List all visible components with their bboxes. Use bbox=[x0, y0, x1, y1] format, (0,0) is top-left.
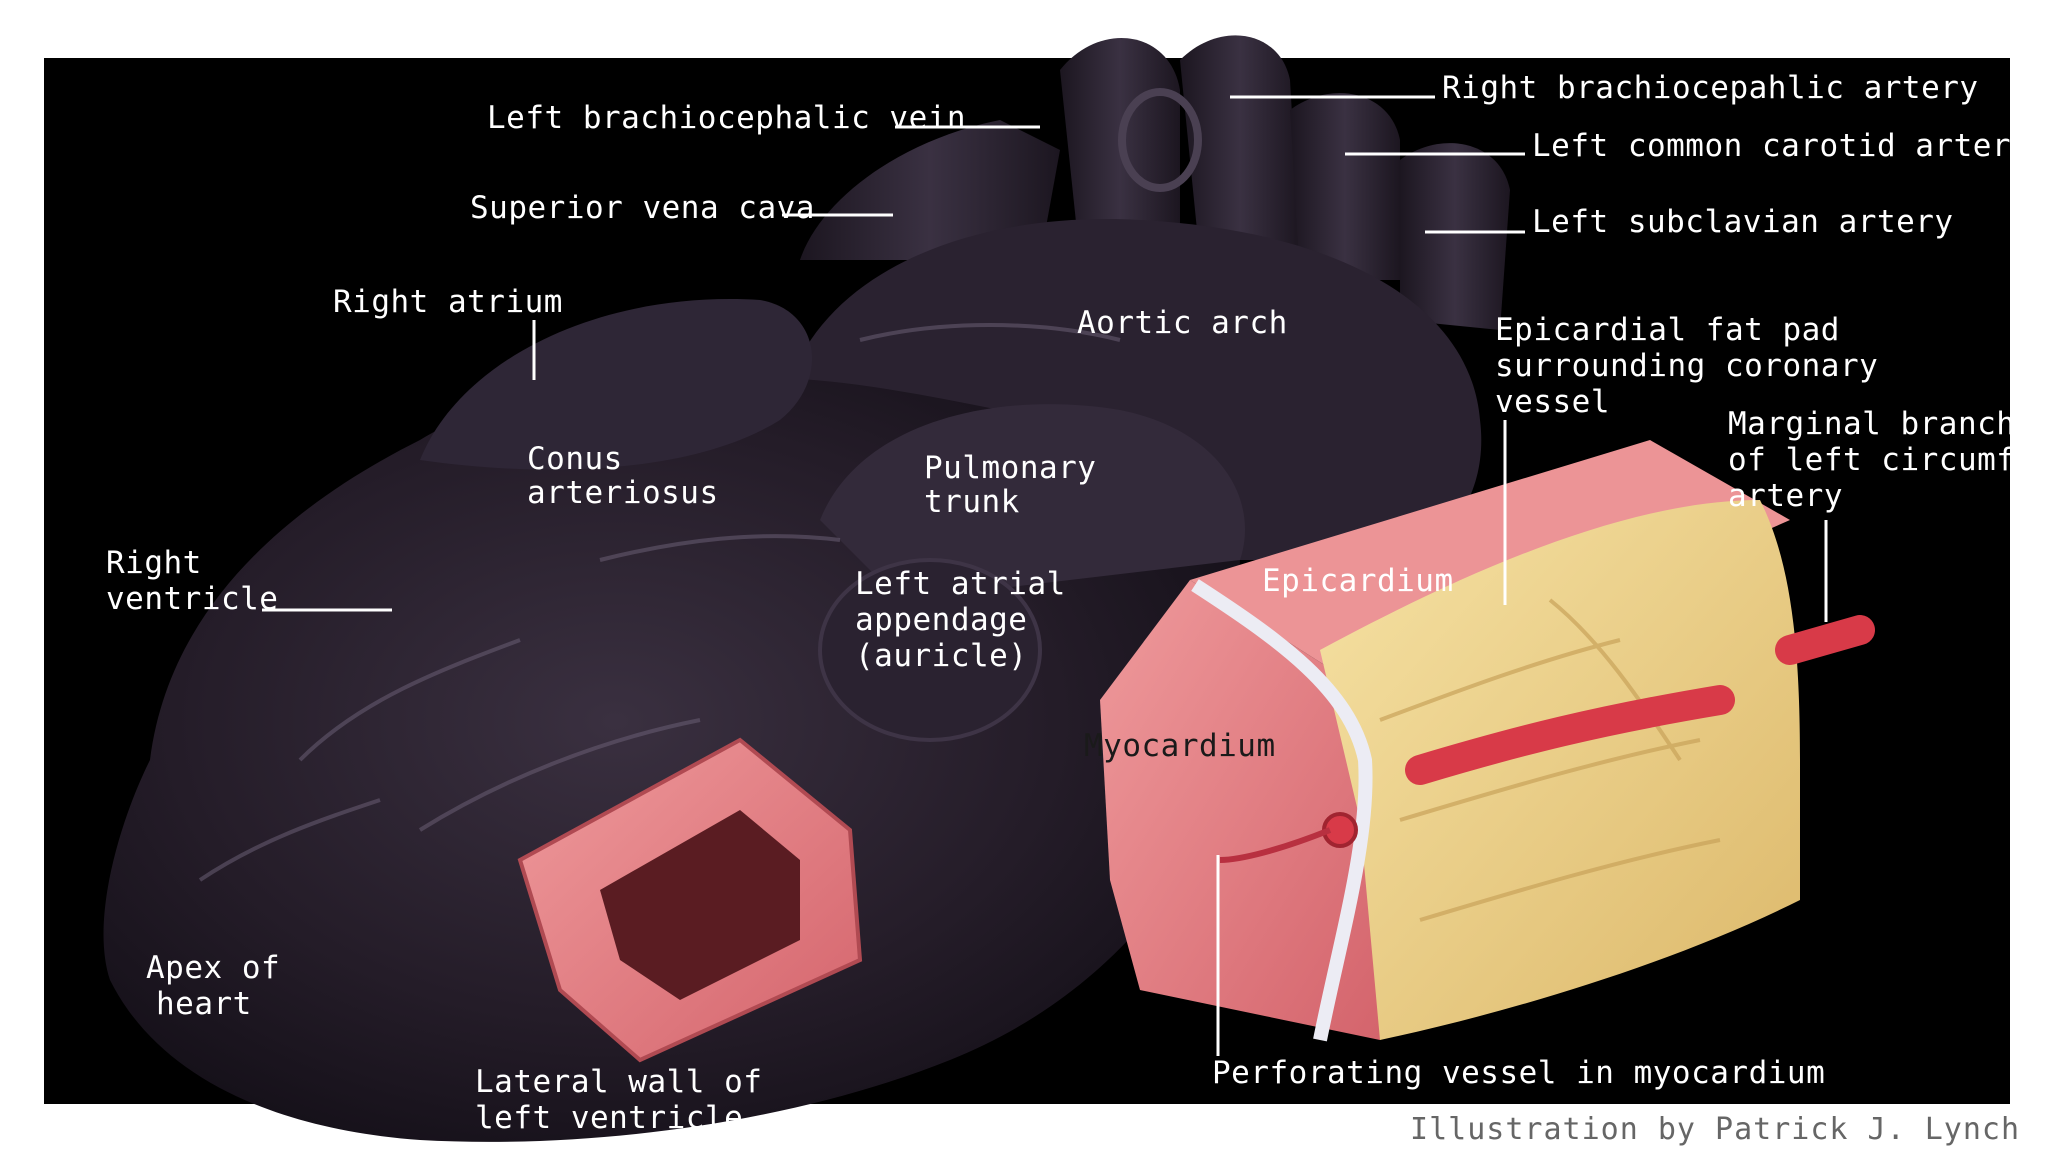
label-right-atrium: Right atrium bbox=[333, 284, 563, 320]
label-epicardium: Epicardium bbox=[1262, 563, 1454, 599]
label-right-brachiocephalic-artery: Right brachiocepahlic artery bbox=[1442, 70, 1979, 106]
label-perforating-vessel: Perforating vessel in myocardium bbox=[1212, 1055, 1826, 1091]
vessel-opening bbox=[1118, 88, 1202, 192]
label-line: Epicardial fat pad bbox=[1495, 312, 1840, 348]
label-line: surrounding coronary bbox=[1495, 348, 1879, 384]
label-marginal-branch: Marginal branch of left circumflex arter… bbox=[1728, 406, 2048, 514]
label-pulmonary-trunk: Pulmonary trunk bbox=[924, 451, 1096, 519]
label-line: Marginal branch bbox=[1728, 406, 2016, 442]
label-line: vessel bbox=[1495, 384, 1610, 420]
left-atrial-appendage-shape bbox=[818, 558, 1042, 742]
label-myocardium: Myocardium bbox=[1084, 728, 1276, 764]
label-left-subclavian-artery: Left subclavian artery bbox=[1532, 204, 1954, 240]
pulmonary-trunk-shape bbox=[820, 404, 1245, 600]
label-line: Right bbox=[106, 545, 202, 581]
label-conus-arteriosus: Conus arteriosus bbox=[527, 442, 719, 510]
label-aortic-arch: Aortic arch bbox=[1077, 305, 1288, 341]
label-line: (auricle) bbox=[855, 638, 1028, 674]
right-atrium-shape bbox=[420, 299, 813, 470]
label-left-brachiocephalic-vein: Left brachiocephalic vein bbox=[487, 100, 967, 136]
epicardium-membrane bbox=[1191, 579, 1373, 1042]
label-line: of left circumflex bbox=[1728, 442, 2048, 478]
label-line: trunk bbox=[924, 484, 1020, 520]
surface-highlights bbox=[198, 323, 1121, 882]
label-line: Conus bbox=[527, 441, 623, 477]
label-line: artery bbox=[1728, 478, 1843, 514]
label-line: appendage bbox=[855, 602, 1028, 638]
label-apex-of-heart: Apex of heart bbox=[146, 950, 280, 1022]
label-left-common-carotid-artery: Left common carotid artery bbox=[1532, 128, 2031, 164]
label-line: heart bbox=[156, 986, 252, 1022]
label-right-ventricle: Right ventricle bbox=[106, 545, 278, 617]
marginal-branch-vessel bbox=[1775, 615, 1875, 665]
illustration-credit: Illustration by Patrick J. Lynch bbox=[1410, 1112, 2020, 1147]
great-vessels bbox=[800, 35, 1510, 330]
leader-lines bbox=[262, 95, 1828, 1056]
label-epicardial-fat-pad: Epicardial fat pad surrounding coronary … bbox=[1495, 312, 1878, 420]
fat-pad bbox=[1320, 500, 1800, 1040]
label-line: ventricle bbox=[106, 581, 279, 617]
label-line: Lateral wall of bbox=[475, 1064, 763, 1100]
label-superior-vena-cava: Superior vena cava bbox=[470, 190, 815, 226]
myocardium-face bbox=[1100, 580, 1380, 1040]
label-line: arteriosus bbox=[527, 475, 719, 511]
label-line: Left atrial bbox=[855, 566, 1066, 602]
label-lateral-wall: Lateral wall of left ventricle bbox=[475, 1064, 762, 1136]
label-line: Apex of bbox=[146, 950, 281, 986]
label-line: Pulmonary bbox=[924, 450, 1097, 486]
label-line: left ventricle bbox=[475, 1100, 744, 1136]
coronary-vessel bbox=[1405, 685, 1735, 785]
label-left-atrial-appendage: Left atrial appendage (auricle) bbox=[855, 566, 1066, 674]
tissue-block bbox=[1100, 440, 1875, 1042]
lateral-wall-cutaway bbox=[517, 737, 863, 1063]
